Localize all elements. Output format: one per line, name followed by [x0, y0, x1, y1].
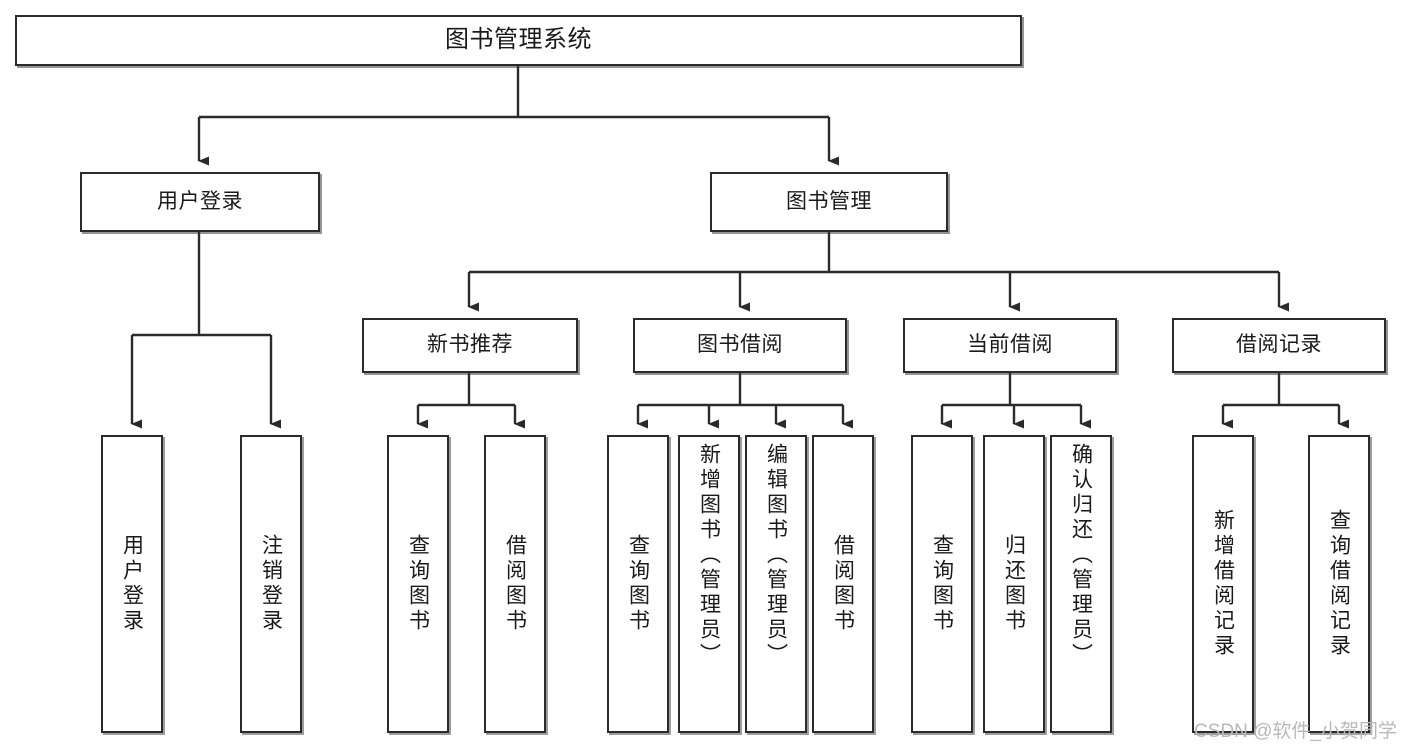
- node-leaf-10[interactable]: 确认归还（管理员）: [1050, 435, 1112, 733]
- node-leaf-3-label: 借阅图书: [503, 534, 527, 634]
- node-level2-2[interactable]: 当前借阅: [903, 318, 1117, 373]
- node-leaf-1-label: 注销登录: [259, 534, 283, 634]
- node-leaf-7-label: 借阅图书: [831, 534, 855, 634]
- node-level1-1[interactable]: 图书管理: [710, 172, 948, 232]
- node-leaf-0-label: 用户登录: [120, 534, 144, 634]
- node-leaf-8-label: 查询图书: [930, 534, 954, 634]
- node-leaf-10-label: 确认归还（管理员）: [1069, 443, 1093, 668]
- node-leaf-12-label: 查询借阅记录: [1327, 509, 1351, 659]
- node-leaf-0[interactable]: 用户登录: [101, 435, 163, 733]
- node-leaf-1[interactable]: 注销登录: [240, 435, 302, 733]
- tree-connectors: [130, 66, 1349, 429]
- node-level2-0[interactable]: 新书推荐: [362, 318, 578, 373]
- node-leaf-8[interactable]: 查询图书: [911, 435, 973, 733]
- node-root-label: 图书管理系统: [445, 26, 592, 54]
- node-level1-0[interactable]: 用户登录: [80, 172, 320, 232]
- node-leaf-2-label: 查询图书: [406, 534, 430, 634]
- node-level2-1[interactable]: 图书借阅: [633, 318, 847, 373]
- node-leaf-6-label: 编辑图书（管理员）: [764, 443, 788, 668]
- watermark-text: CSDN @软件_小贺同学: [1194, 721, 1397, 742]
- node-level2-2-label: 当前借阅: [967, 333, 1053, 357]
- node-leaf-12[interactable]: 查询借阅记录: [1308, 435, 1370, 733]
- node-leaf-3[interactable]: 借阅图书: [484, 435, 546, 733]
- node-leaf-2[interactable]: 查询图书: [387, 435, 449, 733]
- node-leaf-4-label: 查询图书: [626, 534, 650, 634]
- node-leaf-11[interactable]: 新增借阅记录: [1192, 435, 1254, 733]
- node-leaf-4[interactable]: 查询图书: [607, 435, 669, 733]
- node-leaf-5[interactable]: 新增图书（管理员）: [678, 435, 740, 733]
- node-leaf-6[interactable]: 编辑图书（管理员）: [745, 435, 807, 733]
- node-leaf-11-label: 新增借阅记录: [1211, 509, 1235, 659]
- node-level2-1-label: 图书借阅: [697, 333, 783, 357]
- node-level2-3-label: 借阅记录: [1236, 333, 1322, 357]
- node-leaf-7[interactable]: 借阅图书: [812, 435, 874, 733]
- node-level1-0-label: 用户登录: [157, 189, 243, 213]
- node-root-library-system[interactable]: 图书管理系统: [15, 15, 1022, 66]
- node-level2-0-label: 新书推荐: [427, 333, 513, 357]
- node-leaf-9-label: 归还图书: [1002, 534, 1026, 634]
- node-leaf-9[interactable]: 归还图书: [983, 435, 1045, 733]
- node-level2-3[interactable]: 借阅记录: [1172, 318, 1386, 373]
- node-level1-1-label: 图书管理: [786, 189, 872, 213]
- node-leaf-5-label: 新增图书（管理员）: [697, 443, 721, 668]
